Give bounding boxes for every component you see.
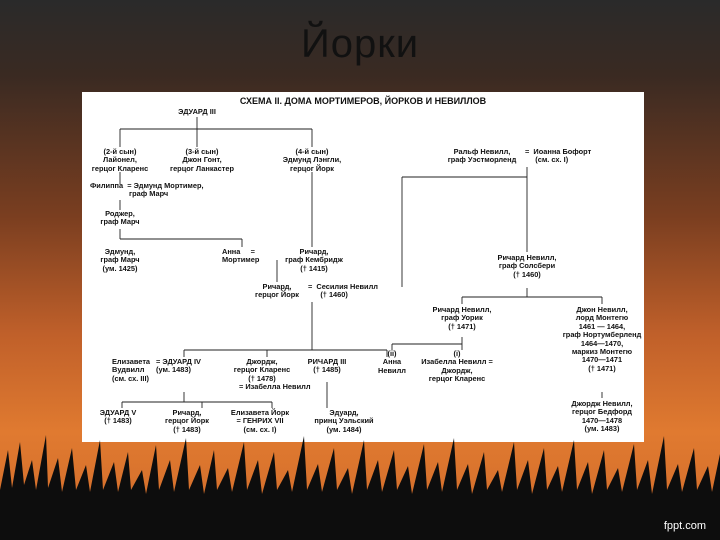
- node-anne-mortimer: Анна = Мортимер: [222, 247, 260, 265]
- node-edward-iii: ЭДУАРД III: [178, 107, 216, 116]
- node-richard-salisbury: Ричард Невилл, граф Солсбери († 1460): [497, 253, 557, 279]
- node-edward-iv: = ЭДУАРД IV (ум. 1483): [156, 357, 201, 375]
- family-tree-panel: СХЕМА II. ДОМА МОРТИМЕРОВ, ЙОРКОВ И НЕВИ…: [82, 92, 644, 442]
- node-edmund-langley: (4-й сын) Эдмунд Лэнгли, герцог Йорк: [282, 147, 342, 173]
- grass-silhouette: [0, 435, 720, 540]
- scheme-title: СХЕМА II. ДОМА МОРТИМЕРОВ, ЙОРКОВ И НЕВИ…: [239, 96, 487, 106]
- node-ralph-neville: Ральф Невилл, граф Уэстморленд: [447, 147, 517, 165]
- slide-title: Йорки: [300, 22, 420, 66]
- node-edmund-march: Эдмунд, граф Марч (ум. 1425): [100, 247, 140, 273]
- tree-connector-lines: [119, 117, 603, 408]
- node-joan-beaufort: = Иоанна Бофорт (см. сх. I): [525, 147, 592, 165]
- node-richard-iii: РИЧАРД III († 1485): [307, 357, 347, 375]
- node-elizabeth-of-york: Елизавета Йорк = ГЕНРИХ VII (см. сх. I): [230, 408, 290, 434]
- node-warwick: Ричард Невилл, граф Уорик († 1471): [432, 305, 492, 331]
- node-lionel: (2-й сын) Лайонел, герцог Кларенс: [91, 147, 149, 173]
- node-richard-young-york: Ричард, герцог Йорк († 1483): [165, 408, 209, 434]
- node-isabel-spouse: = Изабелла Невилл: [239, 382, 311, 391]
- node-john-of-gaunt: (3-й сын) Джон Гонт, герцог Ланкастер: [169, 147, 235, 173]
- node-george-clarence: Джордж, герцог Кларенс († 1478): [233, 357, 291, 383]
- node-george-bedford: Джордж Невилл, герцог Бедфорд 1470—1478 …: [571, 399, 633, 434]
- node-roger: Роджер, граф Марч: [100, 209, 140, 227]
- node-elizabeth-woodville: Елизавета Вудвилл (см. сх. III): [112, 357, 151, 383]
- node-edward-v: ЭДУАРД V († 1483): [99, 408, 137, 426]
- node-richard-cambridge: Ричард, граф Кембридж († 1415): [285, 247, 343, 273]
- node-richard-york: Ричард, герцог Йорк: [255, 282, 299, 300]
- node-edward-prince-of-wales: Эдуард, принц Уэльский (ум. 1484): [314, 408, 374, 434]
- node-philippa-mortimer: Филиппа = Эдмунд Мортимер, граф Марч: [90, 181, 204, 199]
- node-isabel-neville: (i) Изабелла Невилл = Джордж, герцог Кла…: [421, 349, 493, 384]
- brand-watermark: fppt.com: [663, 520, 706, 532]
- node-john-montagu: Джон Невилл, лорд Монтегю 1461 — 1464, г…: [562, 305, 642, 373]
- node-anne-neville: (ii) Анна Невилл: [378, 349, 406, 375]
- node-cecily-neville: = Сесилия Невилл († 1460): [308, 282, 378, 300]
